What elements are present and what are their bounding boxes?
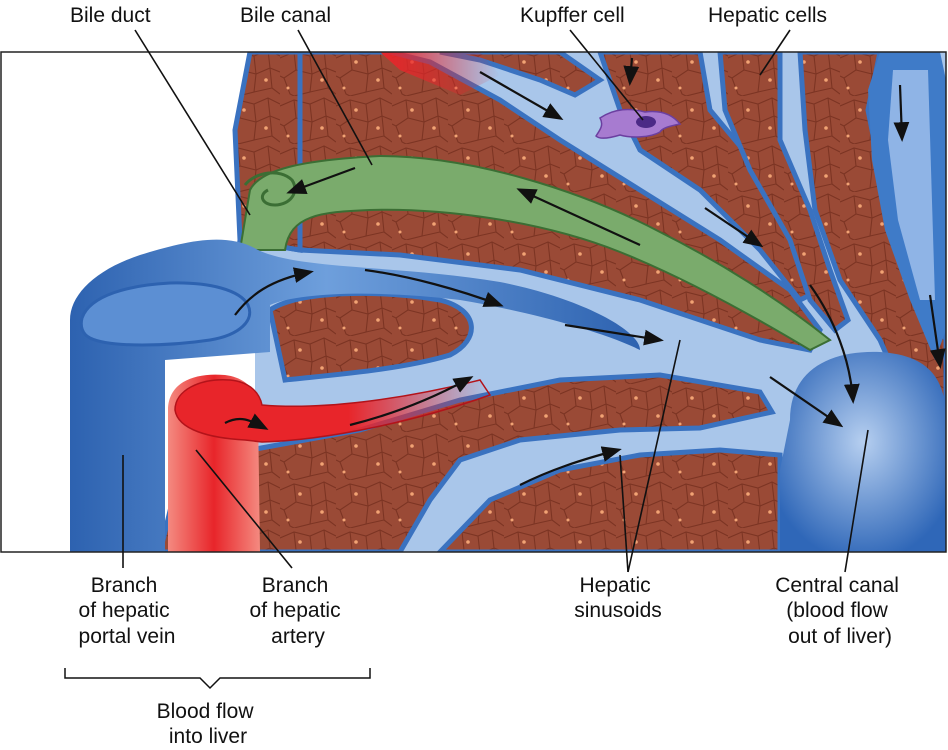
central-canal [780, 351, 946, 552]
label-central-canal: Central canal (blood flow out of liver) [775, 574, 905, 648]
bracket-blood-flow-into-liver [64, 668, 371, 690]
label-hepatic-artery: Branch of hepatic artery [250, 574, 347, 648]
arterial-inflow-top [380, 52, 500, 95]
label-portal-vein: Branch of hepatic portal vein [79, 574, 176, 648]
bile-canal [238, 154, 832, 352]
kupffer-cell [595, 108, 682, 139]
label-hepatic-sinusoids: Hepatic sinusoids [574, 574, 662, 622]
portal-vein-lumen [79, 281, 252, 347]
diagram-frame [0, 51, 947, 553]
label-bile-canal: Bile canal [240, 4, 331, 27]
bile-duct-origin [243, 171, 297, 207]
label-blood-flow-into-liver: Blood flow into liver [157, 700, 260, 748]
flow-arrows [224, 57, 946, 486]
diagram-panel [70, 52, 946, 552]
label-bile-duct: Bile duct [70, 4, 151, 27]
label-kupffer-cell: Kupffer cell [520, 4, 625, 27]
leader-lines [122, 29, 869, 573]
label-hepatic-cells: Hepatic cells [708, 4, 827, 27]
